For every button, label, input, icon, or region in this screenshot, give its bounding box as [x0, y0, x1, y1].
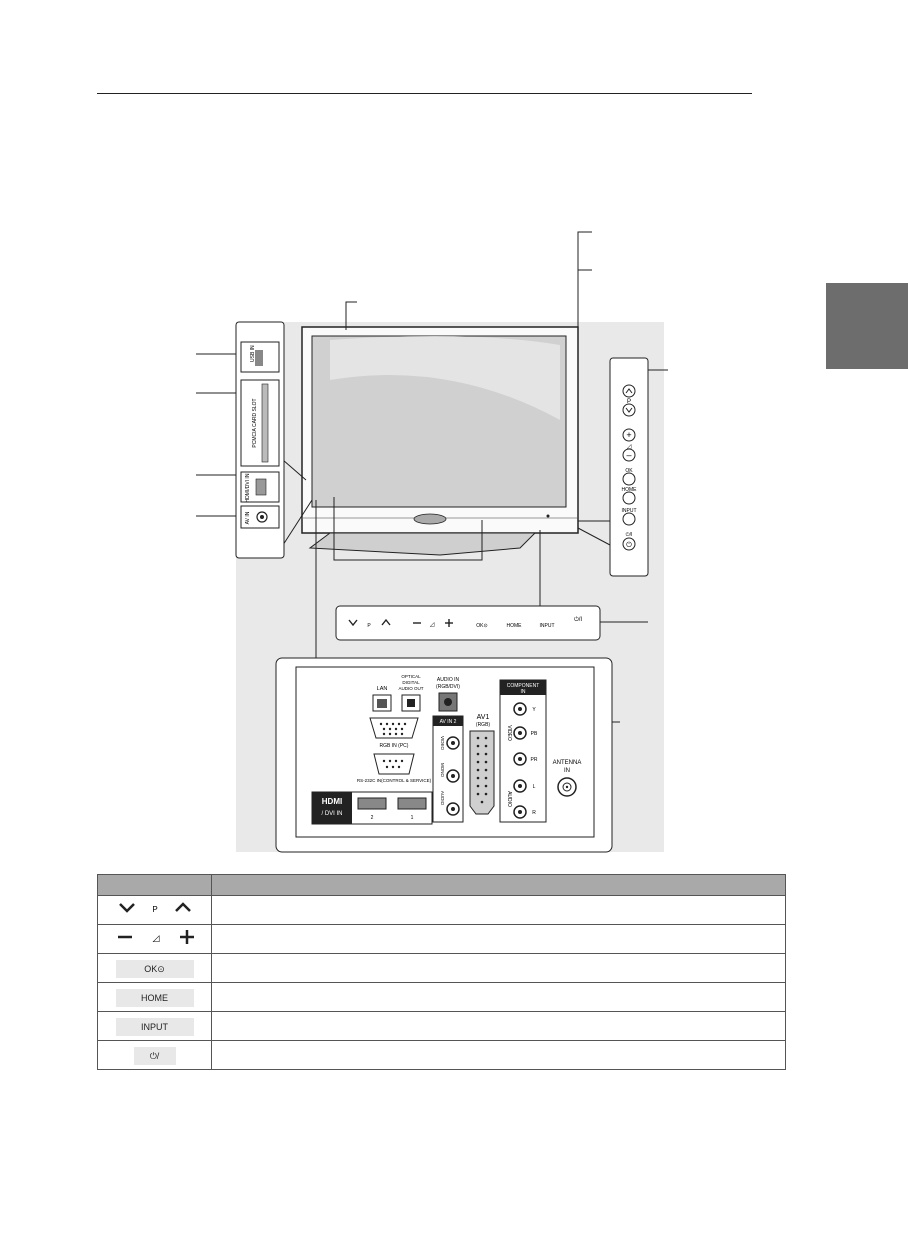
svg-text:◿: ◿	[430, 622, 435, 628]
rear-av-audio: AUDIO	[440, 791, 445, 806]
table-icon-cell: HOME	[97, 982, 212, 1012]
svg-text:–: –	[626, 450, 631, 460]
header-rule	[97, 93, 752, 94]
rear-optical-3: AUDIO OUT	[398, 686, 423, 691]
table-row: OK⊙	[97, 953, 786, 983]
rear-optical-1: OPTICAL	[401, 674, 421, 679]
right-power-label: ⏻/I	[626, 532, 633, 538]
side-panel-zoom: USB IN PCMCIA CARD SLOT HDMI/DVI IN AV I…	[235, 321, 285, 559]
table-desc-cell	[211, 1011, 786, 1041]
rear-lan-label: LAN	[377, 686, 388, 692]
rear-jack-y: Y	[532, 707, 536, 713]
button-table: P ◿ OK⊙ HOME INPUT	[97, 874, 786, 1070]
rear-hdmi-1-label: 1	[411, 815, 414, 821]
rear-jack-pr: PR	[531, 757, 538, 763]
rear-audio-in-1: AUDIO IN	[437, 677, 460, 683]
strip-power-label: ⏻/I	[574, 616, 582, 623]
table-row: ◿	[97, 924, 786, 954]
svg-text:◿: ◿	[152, 934, 159, 944]
tv-diagram: USB IN PCMCIA CARD SLOT HDMI/DVI IN AV I…	[196, 231, 668, 853]
table-row: INPUT	[97, 1011, 786, 1041]
rear-antenna-2: IN	[564, 768, 570, 774]
svg-text:◿: ◿	[627, 444, 632, 450]
side-pcmcia-label: PCMCIA CARD SLOT	[252, 398, 258, 447]
rear-av-video: VIDEO	[440, 736, 445, 751]
table-icon-cell: ◿	[97, 924, 212, 954]
rear-optical-2: DIGITAL	[402, 680, 420, 685]
table-icon-cell: OK⊙	[97, 953, 212, 983]
ok-key-icon: OK⊙	[115, 959, 194, 978]
right-p-label: P	[627, 399, 631, 405]
rear-component-2: IN	[521, 689, 526, 695]
table-header-row	[97, 874, 786, 896]
rear-rs232c-label: RS-232C IN(CONTROL & SERVICE)	[357, 778, 432, 783]
table-desc-cell	[211, 924, 786, 954]
rear-component-audio: AUDIO	[506, 791, 512, 807]
control-strip: P ◿ OK⊙ HOME INPUT ⏻/I	[335, 605, 601, 641]
rear-jack-pb: PB	[531, 731, 538, 737]
rear-jack-r: R	[532, 810, 536, 816]
tv-set	[301, 326, 579, 556]
strip-ok-label: OK⊙	[476, 623, 487, 629]
rear-hdmi-logo: HDMI	[322, 797, 342, 806]
table-icon-cell: ⏻/	[97, 1040, 212, 1070]
right-home-label: HOME	[622, 487, 638, 493]
rear-av-mono: MONO	[440, 763, 445, 777]
right-ok-label: OK	[625, 468, 633, 474]
right-input-label: INPUT	[622, 508, 637, 514]
rear-hdmi-2-label: 2	[371, 815, 374, 821]
side-usb-label: USB IN	[250, 345, 256, 362]
input-key-icon: INPUT	[115, 1017, 194, 1036]
rear-antenna-1: ANTENNA	[553, 760, 582, 766]
svg-text:+: +	[626, 430, 631, 440]
chapter-tab	[826, 283, 908, 369]
rear-av-in-2-label: AV IN 2	[440, 719, 457, 725]
channel-down-up-icon: P	[118, 901, 191, 914]
table-p-label: P	[152, 905, 157, 914]
rear-dvi-in-label: / DVI IN	[321, 811, 342, 817]
rear-jack-l: L	[533, 784, 536, 790]
table-row: HOME	[97, 982, 786, 1012]
rear-av1-1: AV1	[477, 714, 490, 721]
table-icon-cell: P	[97, 895, 212, 925]
rear-av1-2: (RGB)	[476, 722, 491, 728]
table-icon-cell: INPUT	[97, 1011, 212, 1041]
volume-down-up-icon: ◿	[117, 929, 194, 944]
table-header-cell	[97, 874, 212, 896]
home-key-icon: HOME	[115, 988, 194, 1007]
svg-text:⏻: ⏻	[626, 541, 632, 549]
table-desc-cell	[211, 982, 786, 1012]
table-row: P	[97, 895, 786, 925]
table-row: ⏻/	[97, 1040, 786, 1070]
strip-input-label: INPUT	[540, 623, 555, 629]
table-desc-cell	[211, 953, 786, 983]
rear-panel: LAN OPTICAL DIGITAL AUDIO OUT AUDIO IN (…	[275, 657, 613, 853]
table-desc-cell	[211, 1040, 786, 1070]
strip-p-label: P	[367, 623, 371, 629]
rear-component-video: VIDEO	[506, 725, 512, 741]
rear-component-1: COMPONENT	[507, 683, 540, 689]
table-header-cell	[211, 874, 786, 896]
right-button-panel: P + ◿ – OK HOME INPUT ⏻/I ⏻	[609, 357, 649, 577]
side-av-label: AV IN	[245, 511, 251, 524]
power-key-icon: ⏻/	[133, 1046, 176, 1065]
strip-home-label: HOME	[507, 623, 523, 629]
table-desc-cell	[211, 895, 786, 925]
side-hdmi-label: HDMI/DVI IN	[245, 473, 251, 502]
rear-rgb-in-label: RGB IN (PC)	[380, 743, 409, 749]
rear-audio-in-2: (RGB/DVI)	[436, 684, 460, 690]
